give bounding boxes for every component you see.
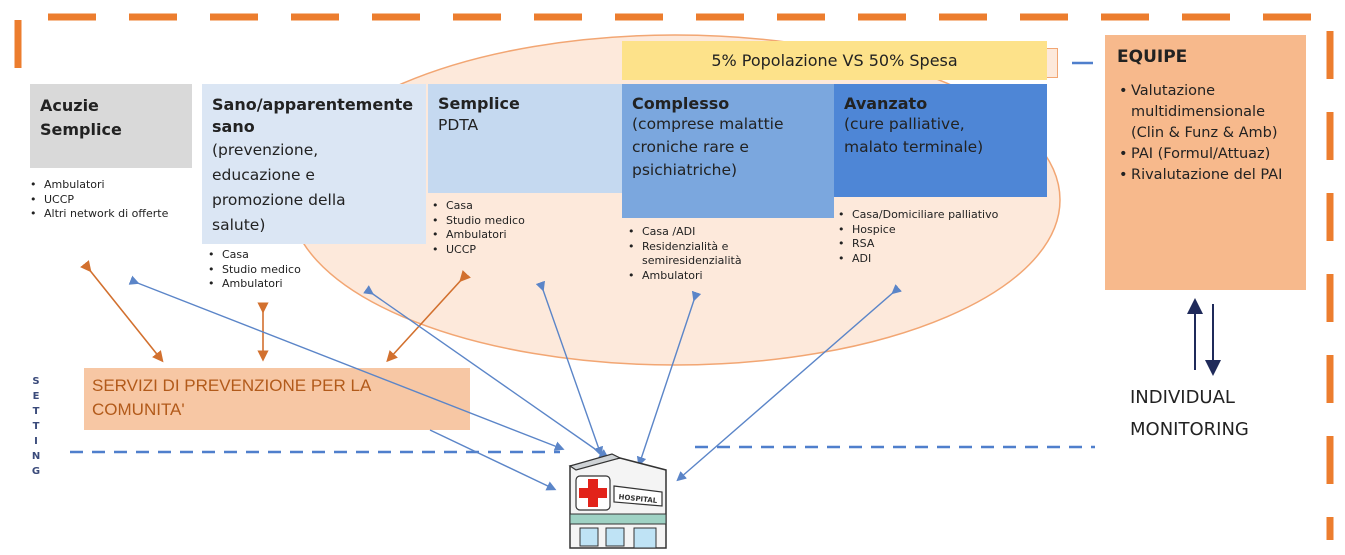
arrow-prevention-simple	[386, 270, 471, 363]
setting-item: Altri network di offerte	[28, 207, 178, 222]
population-spending-banner: 5% Popolazione VS 50% Spesa	[622, 41, 1047, 80]
category-advanced-settings: Casa/Domiciliare palliativo Hospice RSA …	[836, 208, 1046, 266]
category-advanced-title: Avanzato	[844, 94, 928, 113]
setting-item: Casa	[430, 199, 610, 214]
setting-item: Casa /ADI	[626, 225, 801, 240]
arrow-hospital-advanced	[676, 284, 902, 482]
arrow-hospital-complex	[636, 290, 702, 467]
category-healthy-subtitle: (prevenzione, educazione e promozione de…	[212, 141, 346, 234]
setting-item: Ambulatori	[626, 269, 801, 284]
category-healthy: Sano/apparentemente sano (prevenzione, e…	[202, 84, 426, 244]
category-complex-settings: Casa /ADI Residenzialità e semiresidenzi…	[626, 225, 801, 283]
arrow-hospital-complex-left	[535, 280, 603, 457]
setting-item: UCCP	[430, 243, 610, 258]
category-acute-title: Acuzie Semplice	[40, 96, 122, 139]
category-complex-subtitle: (comprese malattie croniche rare e psich…	[632, 115, 784, 179]
category-simple-title: Semplice	[438, 94, 520, 113]
banner-tab	[1047, 48, 1058, 78]
equipe-list: Valutazione multidimensionale (Clin & Fu…	[1117, 81, 1294, 186]
setting-item: Hospice	[836, 223, 1046, 238]
setting-letter: I	[34, 436, 38, 447]
equipe-box: EQUIPE Valutazione multidimensionale (Cl…	[1105, 35, 1306, 290]
arrow-hospital-prevention	[429, 429, 557, 491]
category-simple: Semplice PDTA	[428, 84, 622, 193]
equipe-item: Valutazione multidimensionale (Clin & Fu…	[1117, 81, 1294, 144]
setting-item: ADI	[836, 252, 1046, 267]
category-complex: Complesso (comprese malattie croniche ra…	[622, 84, 834, 218]
equipe-item: Rivalutazione del PAI	[1117, 165, 1294, 186]
setting-item: Casa	[206, 248, 406, 263]
arrow-prevention-acute	[80, 260, 164, 363]
arrow-hospital-simple	[363, 285, 610, 459]
outer-dashed-frame	[14, 13, 1334, 540]
category-acute: Acuzie Semplice	[30, 84, 192, 168]
category-simple-settings: Casa Studio medico Ambulatori UCCP	[430, 199, 610, 257]
category-acute-settings: Ambulatori UCCP Altri network di offerte	[28, 178, 178, 222]
setting-item: Ambulatori	[28, 178, 178, 193]
setting-letter: S	[32, 376, 40, 387]
arrow-hospital-healthy	[128, 275, 565, 451]
setting-item: Residenzialità e semiresidenzialità	[626, 240, 801, 269]
setting-letter: N	[31, 451, 41, 462]
setting-item: Casa/Domiciliare palliativo	[836, 208, 1046, 223]
category-simple-subtitle: PDTA	[438, 116, 479, 134]
setting-item: Studio medico	[206, 263, 406, 278]
setting-letter: E	[32, 391, 40, 402]
category-complex-title: Complesso	[632, 94, 730, 113]
setting-item: Studio medico	[430, 214, 610, 229]
setting-vertical-label: S E T T I N G	[26, 374, 46, 479]
individual-monitoring-label: INDIVIDUAL MONITORING	[1130, 387, 1249, 440]
equipe-title: EQUIPE	[1117, 47, 1188, 67]
setting-item: RSA	[836, 237, 1046, 252]
setting-letter: T	[32, 406, 40, 417]
setting-item: Ambulatori	[430, 228, 610, 243]
setting-letter: T	[32, 421, 40, 432]
banner-text: 5% Popolazione VS 50% Spesa	[711, 51, 958, 70]
category-healthy-title: Sano/apparentemente sano	[212, 95, 414, 136]
equipe-item: PAI (Formul/Attuaz)	[1117, 144, 1294, 165]
monitoring-arrows	[1187, 298, 1221, 376]
setting-item: UCCP	[28, 193, 178, 208]
category-advanced: Avanzato (cure palliative, malato termin…	[834, 84, 1047, 197]
hospital-icon: HOSPITAL	[568, 453, 667, 549]
category-advanced-subtitle: (cure palliative, malato terminale)	[844, 115, 984, 156]
setting-letter: G	[31, 466, 41, 477]
